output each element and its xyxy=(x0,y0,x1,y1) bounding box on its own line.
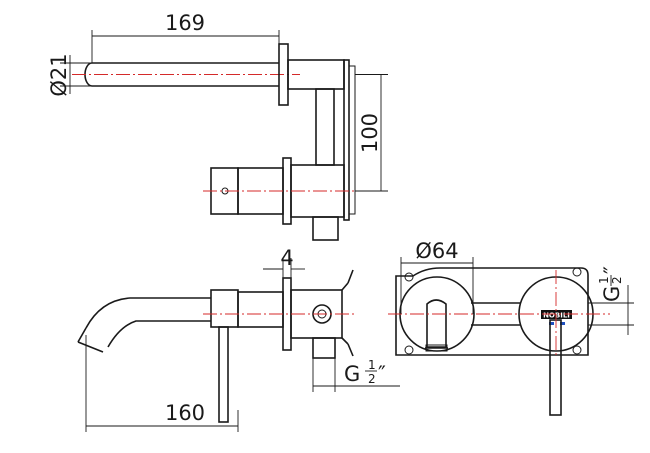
plan-bracket xyxy=(341,282,349,291)
thread-label-front-g: G xyxy=(600,286,624,302)
dim-diameter-64-label: Ø64 xyxy=(415,239,458,263)
side-elevation-view: 169 Ø21 100 xyxy=(47,11,388,241)
curved-spout xyxy=(85,297,211,348)
thread-label-plan-num: 1 xyxy=(368,358,376,372)
mount-hole-top-right-icon xyxy=(572,267,582,277)
plan-lever xyxy=(218,326,229,423)
thread-label-front-den: 2 xyxy=(610,276,624,284)
plan-body xyxy=(237,291,284,328)
wall-plate-edge xyxy=(348,65,356,215)
mount-hole-bottom-right-icon xyxy=(572,345,582,355)
thread-label-plan-inch: ″ xyxy=(378,362,386,386)
mounting-plate xyxy=(395,267,589,356)
front-elevation-view: NOBILI Ø64 G 1 2 ″ xyxy=(388,239,634,416)
front-lever xyxy=(549,319,562,416)
dim-169-label: 169 xyxy=(165,11,205,35)
thread-label-plan-den: 2 xyxy=(368,372,376,386)
spout-outlet xyxy=(426,299,447,348)
plan-view: 4 160 G 1 2 ″ xyxy=(77,246,400,432)
dim-100-label: 100 xyxy=(358,113,382,153)
plan-handle-cap xyxy=(210,289,239,328)
thread-label-plan-g: G xyxy=(344,362,360,386)
dim-160-label: 160 xyxy=(165,401,205,425)
inlet-stub xyxy=(312,216,339,241)
dim-4-label: 4 xyxy=(280,246,293,270)
vertical-connector xyxy=(315,88,335,166)
brand-badge-text: NOBILI xyxy=(543,312,570,320)
thread-label-front-num: 1 xyxy=(597,276,611,284)
brand-badge xyxy=(541,310,572,319)
mount-hole-top-left-icon xyxy=(404,272,414,282)
thread-label-front-inch: ″ xyxy=(600,266,624,274)
plan-inlet-stub xyxy=(312,337,336,359)
mount-hole-bottom-left-icon xyxy=(404,345,414,355)
dim-diameter-21-label: Ø21 xyxy=(47,53,71,96)
